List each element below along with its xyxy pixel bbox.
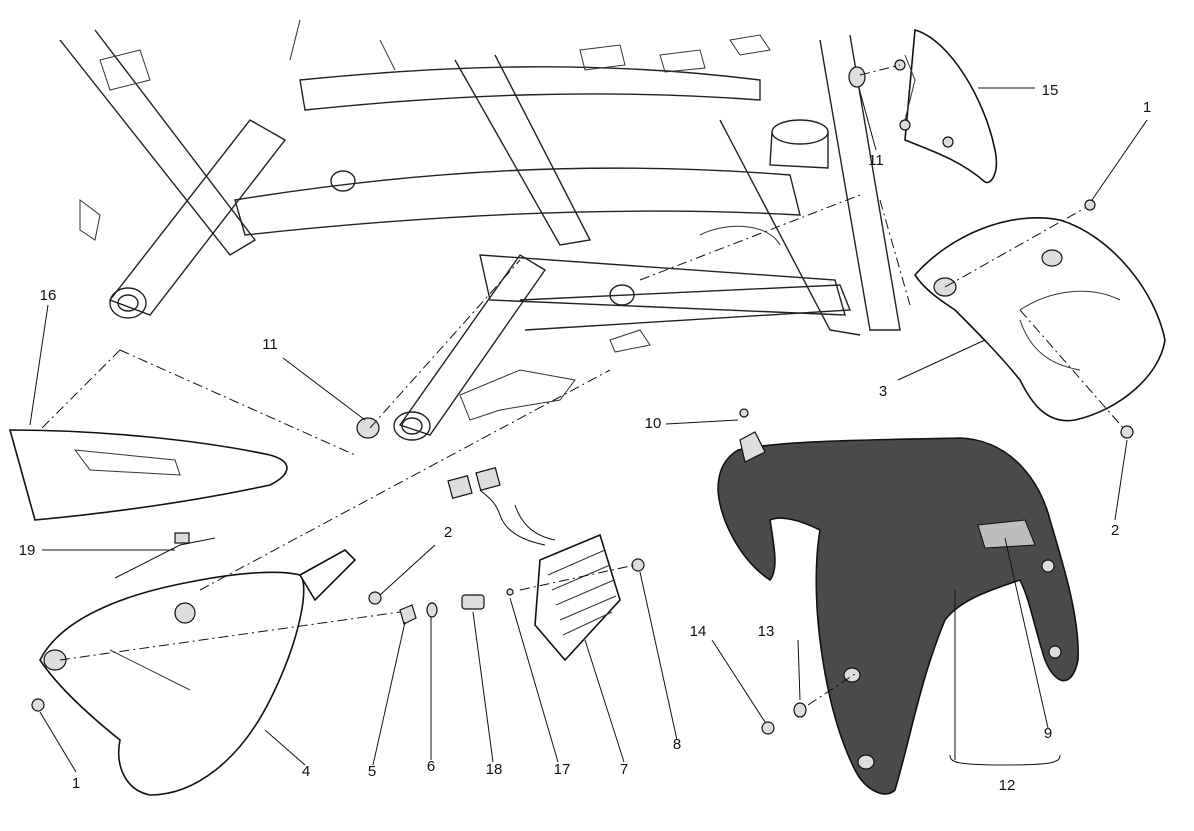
- callout-2-center: 2: [444, 524, 452, 541]
- callout-1-top-right: 1: [1143, 99, 1151, 116]
- part-8-nut: [631, 558, 645, 572]
- callout-4: 4: [302, 763, 310, 780]
- part-16-side-panel: [8, 429, 288, 521]
- callout-15: 15: [1042, 82, 1059, 99]
- callout-13: 13: [758, 623, 775, 640]
- callout-labels: 1 1 2 2 3 4 5 6 7 8 9 10 11 11 12 13 14 …: [19, 82, 1152, 794]
- assembly-lines: [39, 64, 1126, 706]
- callout-11-left: 11: [262, 336, 278, 353]
- callout-9: 9: [1044, 725, 1052, 742]
- callout-7: 7: [620, 761, 628, 778]
- part-6-washer: [426, 602, 438, 618]
- callout-17: 17: [554, 761, 571, 778]
- part-4-left-fairing: [39, 549, 357, 796]
- part-12-lower-fairing: [717, 431, 1079, 795]
- part-14-screw: [761, 721, 775, 735]
- callout-11-top: 11: [868, 152, 884, 169]
- callout-14: 14: [690, 623, 707, 640]
- part-17-washer: [506, 588, 514, 596]
- callout-10: 10: [645, 415, 662, 432]
- callout-16: 16: [40, 287, 57, 304]
- part-5-grommet: [399, 604, 417, 625]
- part-11-grommet-left: [356, 417, 380, 439]
- leader-lines: [29, 87, 1148, 773]
- callout-18: 18: [486, 761, 503, 778]
- callout-8: 8: [673, 736, 681, 753]
- part-2-screw-right: [1120, 425, 1134, 439]
- part-15-cover: [894, 28, 998, 184]
- callout-6: 6: [427, 758, 435, 775]
- callout-5: 5: [368, 763, 376, 780]
- part-7-voltage-regulator: [447, 466, 621, 662]
- motorcycle-frame: [59, 19, 901, 441]
- part-18-spacer: [461, 594, 485, 610]
- callout-3: 3: [879, 383, 887, 400]
- callout-12: 12: [999, 777, 1016, 794]
- callout-2-right: 2: [1111, 522, 1119, 539]
- part-3-side-fairing: [913, 216, 1166, 422]
- part-11-grommet-top: [848, 66, 866, 88]
- part-1-screw-top-right: [1084, 199, 1096, 211]
- callout-19: 19: [19, 542, 36, 559]
- part-19-cable-tie: [114, 532, 216, 579]
- callout-1-bottom-left: 1: [72, 775, 80, 792]
- part-13-washer: [793, 702, 807, 718]
- part-10-screw: [739, 408, 749, 418]
- part-2-screw-left: [368, 591, 382, 605]
- part-1-screw-left: [31, 698, 45, 712]
